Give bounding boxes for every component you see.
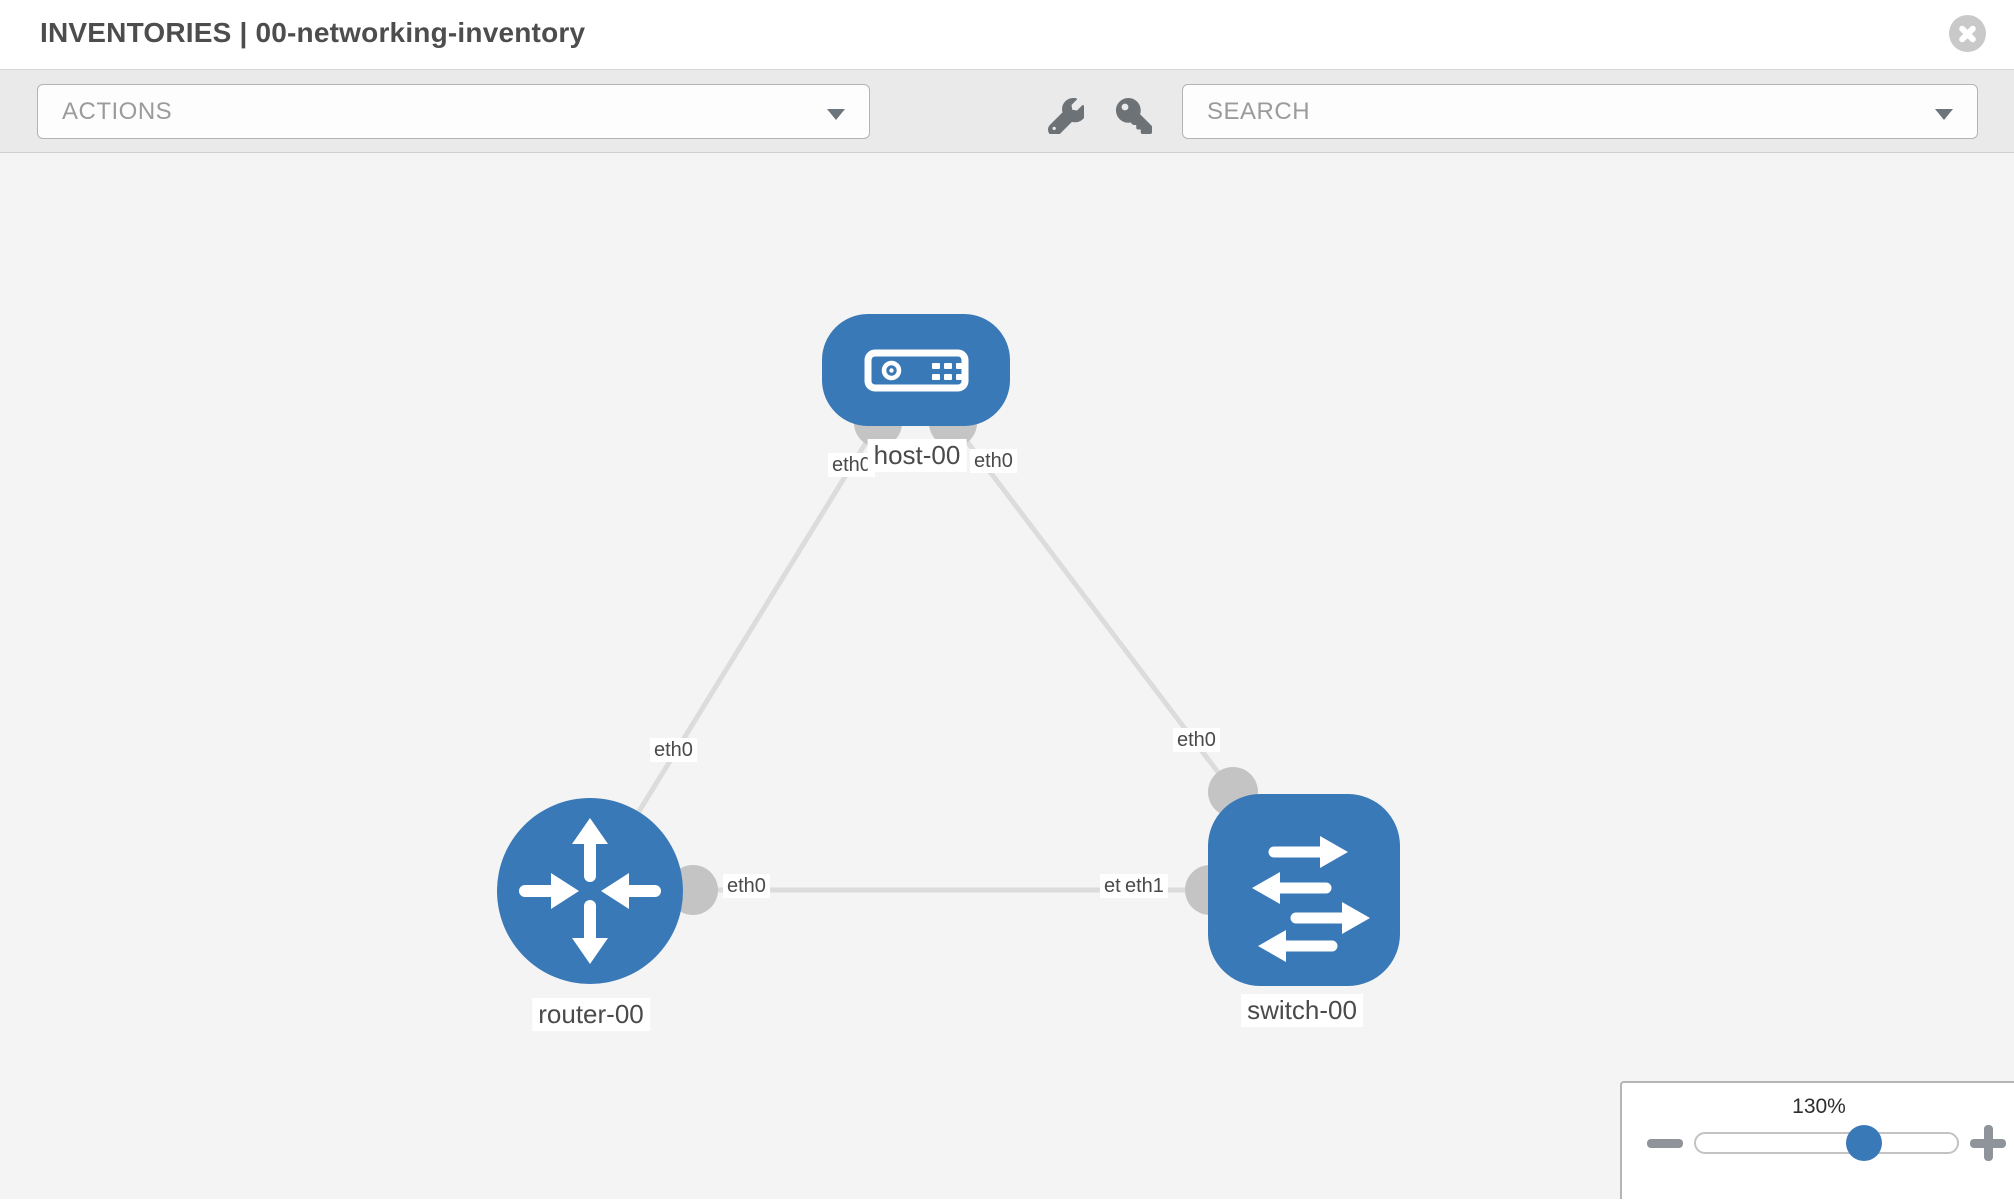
switch-icon <box>1252 836 1370 962</box>
node-label-switch: switch-00 <box>1241 994 1363 1027</box>
router-icon <box>519 818 661 964</box>
iface-label-switch-eth0-uplink: eth0 <box>1173 728 1220 752</box>
close-button[interactable] <box>1949 15 1986 52</box>
iface-label-switch-eth1-lan: eth1 <box>1121 874 1168 898</box>
topology-canvas[interactable]: host-00 router-00 switch-00 eth0 eth0 et… <box>0 153 2014 1199</box>
node-label-host: host-00 <box>867 439 967 472</box>
key-manage-button[interactable] <box>1046 97 1087 137</box>
zoom-slider-handle[interactable] <box>1846 1125 1882 1161</box>
key-icon <box>1116 97 1152 134</box>
node-host-00[interactable] <box>822 314 1010 426</box>
iface-label-router-eth0-uplink: eth0 <box>650 738 697 762</box>
search-dropdown[interactable]: SEARCH <box>1182 84 1978 139</box>
node-switch-00[interactable] <box>1208 794 1400 986</box>
node-label-router: router-00 <box>532 998 650 1031</box>
chevron-down-icon <box>1935 109 1953 120</box>
zoom-level-value: 130% <box>1792 1095 1846 1118</box>
chevron-down-icon <box>827 109 845 120</box>
node-router-00[interactable] <box>497 798 683 984</box>
iface-label-router-eth0-lan: eth0 <box>723 874 770 898</box>
topology-links-layer <box>587 421 1235 893</box>
page-title: INVENTORIES | 00-networking-inventory <box>40 17 586 48</box>
search-placeholder: SEARCH <box>1207 97 1311 125</box>
credentials-button[interactable] <box>1114 97 1154 137</box>
zoom-in-button[interactable] <box>1970 1125 2006 1161</box>
iface-label-host-eth0-right: eth0 <box>970 449 1017 473</box>
zoom-panel: 130% <box>1620 1081 2014 1199</box>
actions-dropdown-label: ACTIONS <box>62 97 173 125</box>
iface-label-host-eth0-left: eth0 <box>828 453 875 477</box>
zoom-slider-track[interactable] <box>1694 1132 1959 1154</box>
plus-icon <box>1984 1125 1993 1161</box>
toolbar: ACTIONS SEARCH <box>0 70 2014 153</box>
zoom-out-button[interactable] <box>1647 1139 1683 1148</box>
header: INVENTORIES | 00-networking-inventory <box>0 0 2014 70</box>
wrench-icon <box>1048 97 1087 136</box>
host-icon <box>864 349 969 392</box>
actions-dropdown[interactable]: ACTIONS <box>37 84 870 139</box>
